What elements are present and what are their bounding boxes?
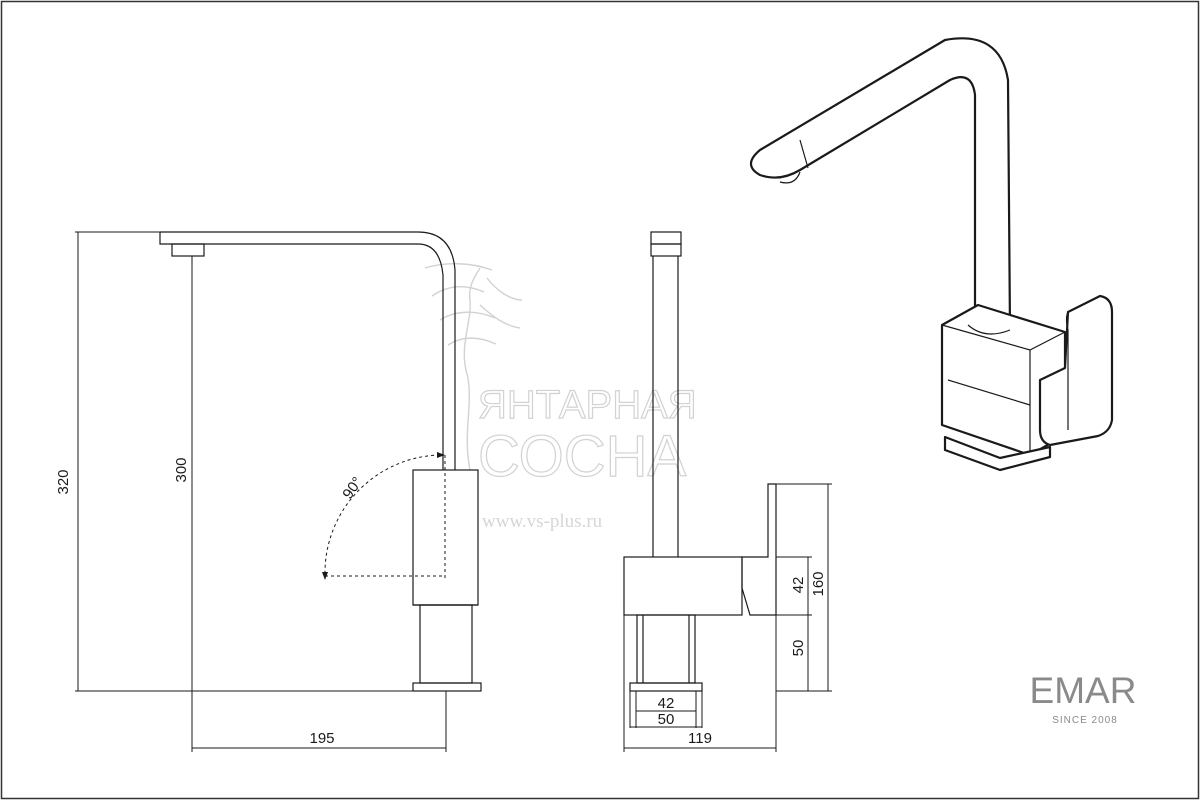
- brand-logo: EMAR SINCE 2008: [1030, 670, 1137, 726]
- watermark-url: www.vs-plus.ru: [482, 511, 603, 532]
- lower-body: [419, 604, 473, 684]
- dimension-300: 300: [173, 457, 190, 482]
- dimension-base-50: 50: [658, 711, 675, 728]
- watermark-line1: ЯНТАРНАЯ: [478, 383, 697, 427]
- front-base-flange: [629, 682, 703, 692]
- rotation-arc: [324, 454, 441, 577]
- dimension-195: 195: [309, 730, 334, 747]
- aerator-tip: [171, 243, 205, 257]
- iso-spout: [749, 37, 1012, 332]
- dimension-50: 50: [790, 640, 807, 657]
- brand-tagline: SINCE 2008: [1052, 715, 1118, 726]
- dimension-119: 119: [688, 730, 712, 747]
- rotation-angle-label: 90°: [339, 474, 366, 502]
- front-view: 42 50 119 42 50 160: [623, 231, 832, 752]
- isometric-view: [749, 37, 1114, 472]
- dimension-160: 160: [810, 571, 827, 596]
- spout-arm: [159, 231, 456, 470]
- watermark-line2: СОСНА: [478, 424, 686, 489]
- brand-name: EMAR: [1030, 670, 1137, 711]
- front-lower-body: [636, 614, 696, 684]
- dimension-42: 42: [790, 577, 807, 594]
- spout-cap: [650, 231, 682, 245]
- iso-base: [943, 435, 1052, 472]
- front-body: [623, 556, 743, 616]
- front-handle: [741, 483, 777, 616]
- side-view: 90° 320 300 195: [55, 231, 482, 752]
- watermark: ЯНТАРНАЯ СОСНА www.vs-plus.ru: [424, 263, 697, 532]
- pine-tree-icon: [424, 263, 523, 471]
- iso-handle: [1038, 294, 1114, 447]
- handle-body: [412, 469, 479, 606]
- dimension-320: 320: [55, 469, 72, 494]
- dimension-base-42: 42: [658, 695, 675, 712]
- base-flange: [412, 682, 482, 692]
